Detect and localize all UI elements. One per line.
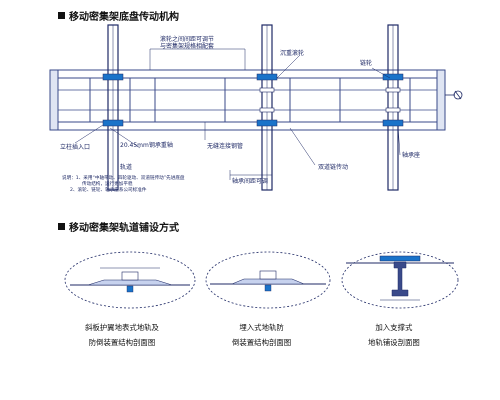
label-seamless-pipe: 无缝连接钢管 (207, 143, 244, 150)
note-line-1: 说明：1、采用“中轴带动、四轮驱动、双道链传动”先进底盘 (62, 176, 185, 181)
rail-section-1 (64, 251, 196, 309)
rail-section-3 (341, 251, 459, 309)
caption-2-line-2: 倒装置结构剖面图 (232, 338, 292, 347)
label-rail: 轨道 (120, 164, 133, 171)
wheel-block (382, 73, 404, 81)
note-line-2: 传动结构，运行更加平稳 (82, 182, 133, 187)
caption-section-1: 斜板护翼地表式地轨及 防倒装置结构剖面图 (85, 320, 159, 350)
caption-2-line-1: 埋入式地轨防 (239, 323, 284, 332)
caption-3-line-1: 加入支撑式 (375, 323, 413, 332)
caption-1-line-2: 防倒装置结构剖面图 (88, 338, 156, 347)
wheel-block (382, 119, 404, 127)
label-bearing-seat: 轴承座 (402, 152, 421, 159)
label-column-insert: 立柱插入口 (60, 144, 91, 151)
heading-bullet (58, 12, 65, 19)
wheel-block (102, 73, 124, 81)
heading-bullet (58, 223, 65, 230)
section2-title: 移动密集架轨道铺设方式 (69, 223, 179, 234)
label-sink-roller: 沉重滚轮 (280, 50, 305, 57)
rail-section-2 (205, 251, 331, 309)
label-roller-spacing-2: 与密集架规格相配套 (160, 43, 215, 50)
caption-section-3: 加入支撑式 地轨铺设剖面图 (368, 320, 420, 350)
caption-1-line-1: 斜板护翼地表式地轨及 (85, 323, 159, 332)
caption-section-2: 埋入式地轨防 倒装置结构剖面图 (232, 320, 291, 350)
label-roller-span: 轴承间距可调 (232, 178, 269, 185)
wheel-block (102, 119, 124, 127)
wheel-block (256, 119, 278, 127)
section1-heading: 移动密集架底盘传动机构 (58, 8, 179, 23)
label-roller-spacing-1: 滚轮之间间距可调节 (160, 36, 215, 43)
crank-handle (445, 90, 463, 100)
note-line-3: 2、滚轮、链轮、轴承座系公司标准件 (70, 188, 147, 193)
wheel-block (256, 73, 278, 81)
section1-title: 移动密集架底盘传动机构 (69, 12, 179, 23)
caption-3-line-2: 地轨铺设剖面图 (368, 338, 420, 347)
section2-heading: 移动密集架轨道铺设方式 (58, 219, 179, 234)
label-double-chain: 双道链传动 (318, 164, 349, 171)
label-steel-axle: 20.45mm钢承重轴 (120, 142, 173, 149)
label-chain-wheel: 链轮 (360, 60, 373, 67)
